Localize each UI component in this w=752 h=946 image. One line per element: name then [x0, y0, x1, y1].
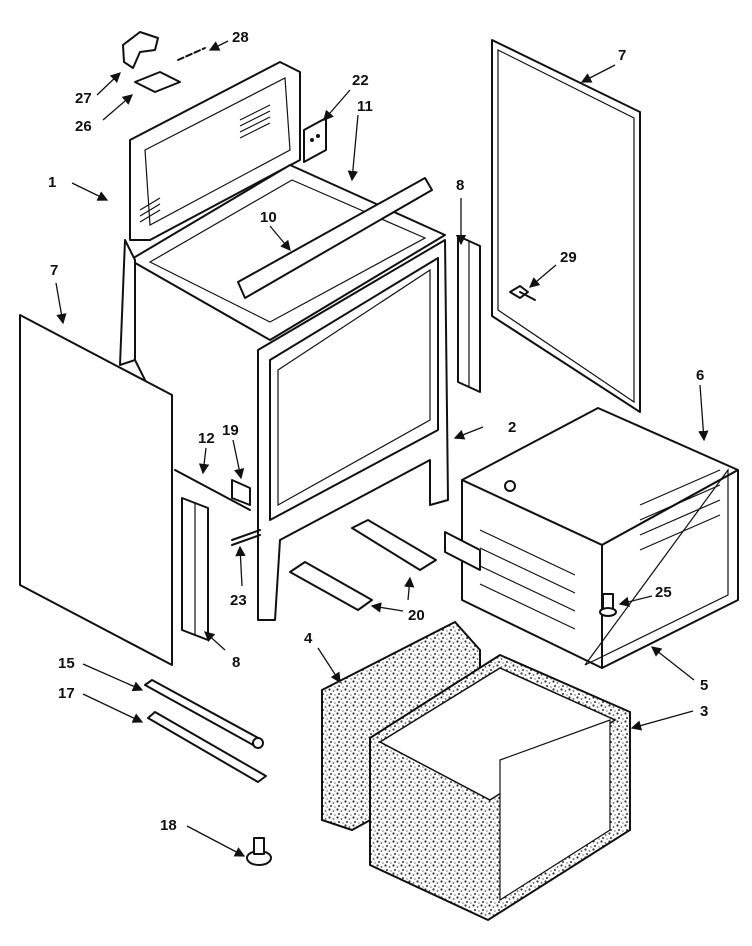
callout-12: 12	[198, 430, 215, 447]
side-panel-right	[491, 39, 641, 413]
callout-labels: 1 2 3 4 5 6 7 7 8 8 10 11 12 15 17 18 19…	[48, 29, 708, 834]
callout-5: 5	[700, 677, 708, 694]
callout-10: 10	[260, 209, 277, 226]
callout-6: 6	[696, 367, 704, 384]
hinge-bracket	[303, 117, 327, 163]
floor-channels	[289, 519, 437, 611]
callout-22: 22	[352, 72, 369, 89]
oven-cavity	[444, 407, 739, 669]
callout-28: 28	[232, 29, 249, 46]
callout-20: 20	[408, 607, 425, 624]
callout-18: 18	[160, 817, 177, 834]
callout-4: 4	[304, 630, 313, 647]
callout-29: 29	[560, 249, 577, 266]
callout-8-top: 8	[456, 177, 464, 194]
callout-2: 2	[508, 419, 516, 436]
callout-7-right: 7	[618, 47, 626, 64]
callout-19: 19	[222, 422, 239, 439]
leveling-leg	[246, 837, 272, 866]
callout-27: 27	[75, 90, 92, 107]
callout-1: 1	[48, 174, 56, 191]
side-bracket-right	[457, 235, 481, 393]
callout-11: 11	[357, 98, 373, 115]
grommet-part	[509, 285, 536, 301]
callout-3: 3	[700, 703, 708, 720]
side-bracket-left	[181, 497, 209, 641]
callout-26: 26	[75, 118, 92, 135]
callout-17: 17	[58, 685, 75, 702]
wiring-parts	[174, 469, 261, 546]
callout-23: 23	[230, 592, 247, 609]
callout-15: 15	[58, 655, 75, 672]
side-panel-left	[19, 314, 173, 666]
callout-7-left: 7	[50, 262, 58, 279]
callout-8-bottom: 8	[232, 654, 240, 671]
small-parts-top	[122, 31, 206, 93]
callout-25: 25	[655, 584, 672, 601]
leader-lines	[55, 40, 709, 857]
insulation-blanket-front	[369, 653, 631, 922]
cabinet-frame	[119, 61, 449, 621]
rail-parts	[144, 679, 267, 783]
